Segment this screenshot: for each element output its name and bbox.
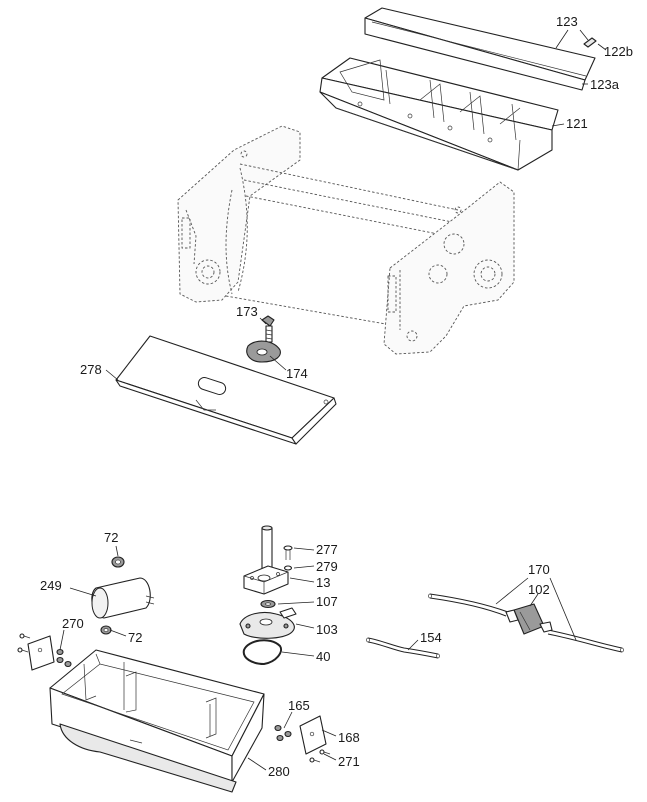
callout-278: 278 [80, 362, 102, 377]
callout-72-bottom: 72 [128, 630, 142, 645]
callout-174: 174 [286, 366, 308, 381]
screws-part-271 [309, 749, 331, 763]
callout-279: 279 [316, 559, 338, 574]
seal-part-107 [260, 599, 276, 609]
washer-part-279 [283, 565, 293, 571]
callout-121: 121 [566, 116, 588, 131]
nut-part-72-top [111, 556, 125, 568]
mixer-housing-reference-outline [177, 125, 515, 355]
nut-part-72-bottom [100, 625, 112, 635]
cover-plate-part-278 [115, 335, 337, 445]
callout-123: 123 [556, 14, 578, 29]
callout-40: 40 [316, 649, 330, 664]
screw-part-277 [283, 545, 293, 560]
hose-part-170-left [428, 593, 509, 617]
hopper-tray-part-121 [319, 57, 559, 171]
hose-part-154 [366, 637, 440, 659]
pin-part-122b [583, 37, 597, 48]
callout-13: 13 [316, 575, 330, 590]
electrical-box-part-280 [49, 649, 265, 793]
filter-part-102 [505, 603, 553, 635]
capacitor-part-249 [91, 577, 155, 619]
callout-168: 168 [338, 730, 360, 745]
callout-labels: 123 122b 123a 121 173 174 278 72 249 270… [40, 14, 633, 779]
hose-part-170-right [547, 629, 624, 653]
nuts-part-165 [274, 724, 292, 742]
callout-123a: 123a [590, 77, 620, 92]
callout-170: 170 [528, 562, 550, 577]
callout-277: 277 [316, 542, 338, 557]
bracket-part-174 [246, 340, 281, 363]
callout-107: 107 [316, 594, 338, 609]
gasket-part-40 [242, 639, 282, 666]
callout-271: 271 [338, 754, 360, 769]
callout-249: 249 [40, 578, 62, 593]
callout-154: 154 [420, 630, 442, 645]
screw-part-173 [261, 315, 275, 343]
bracket-part-270 [17, 633, 72, 671]
callout-270: 270 [62, 616, 84, 631]
bracket-part-168 [299, 715, 327, 755]
leader-lines [59, 29, 607, 771]
callout-280: 280 [268, 764, 290, 779]
callout-102: 102 [528, 582, 550, 597]
shaft-assembly-part-13 [243, 525, 289, 595]
callout-173: 173 [236, 304, 258, 319]
lid-part-123 [364, 7, 596, 91]
callout-103: 103 [316, 622, 338, 637]
callout-165: 165 [288, 698, 310, 713]
callout-122b: 122b [604, 44, 633, 59]
callout-72-top: 72 [104, 530, 118, 545]
bearing-plate-part-103 [239, 607, 297, 639]
